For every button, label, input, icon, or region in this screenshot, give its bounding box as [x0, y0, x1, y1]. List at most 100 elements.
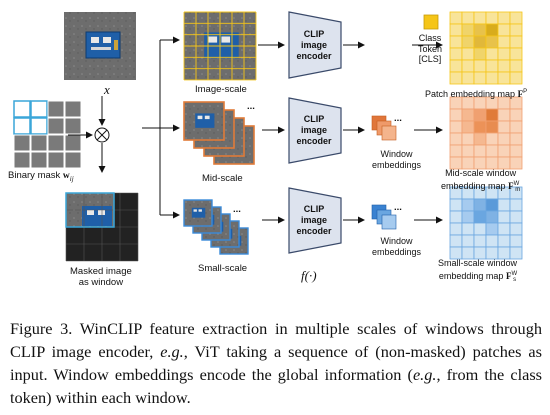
embedding-cell — [497, 120, 511, 134]
embedding-cell — [485, 120, 499, 134]
clip-encoders — [288, 11, 342, 254]
class-token-icon — [423, 14, 439, 30]
embedding-cell — [473, 144, 487, 158]
embedding-cell — [509, 246, 523, 260]
image-scale-patches — [183, 11, 257, 81]
embedding-cell — [509, 144, 523, 158]
embedding-cell — [449, 108, 463, 122]
mask-cell — [30, 134, 48, 152]
clip-encoder-trapezoid — [288, 97, 342, 164]
embedding-cell — [473, 108, 487, 122]
mid-window-embeddings-label: Window embeddings — [372, 149, 422, 170]
patch-embedding-map — [449, 11, 523, 85]
image-scale-label: Image-scale — [195, 84, 247, 95]
embedding-cell — [461, 23, 475, 37]
mid-map-label: Mid-scale window embedding map FWm — [441, 168, 521, 194]
mask-cell — [47, 117, 65, 135]
embedding-cell — [485, 35, 499, 49]
embedding-cell — [509, 59, 523, 73]
mid-scale-windows — [183, 101, 255, 165]
small-window-embeddings-icon — [371, 204, 397, 230]
embedding-cell — [449, 120, 463, 134]
embedding-cell — [461, 210, 475, 224]
embedding-cell — [461, 222, 475, 236]
embedding-cell — [497, 132, 511, 146]
embedding-cell — [461, 132, 475, 146]
embedding-cell — [509, 132, 523, 146]
embedding-cell — [473, 222, 487, 236]
mask-cell — [64, 134, 82, 152]
mask-cell — [64, 100, 82, 118]
embedding-cell — [461, 108, 475, 122]
mid-emb-ellipsis: ... — [394, 113, 402, 124]
embedding-cell — [497, 71, 511, 85]
embedding-cell — [509, 156, 523, 170]
mask-cell — [47, 100, 65, 118]
figure-number: Figure 3. — [10, 319, 73, 338]
embedding-cell — [497, 108, 511, 122]
mask-cell — [13, 134, 31, 152]
embedding-cell — [449, 59, 463, 73]
input-image — [64, 12, 136, 80]
mask-cell — [64, 117, 82, 135]
embedding-cell — [509, 11, 523, 25]
winclip-figure: x Binary mask wij Masked image as window… — [8, 11, 528, 288]
embedding-cell — [485, 108, 499, 122]
embedding-cell — [473, 71, 487, 85]
mid-scale-ellipsis: ... — [247, 101, 255, 112]
embedding-cell — [509, 222, 523, 236]
embedding-cell — [485, 144, 499, 158]
embedding-cell — [497, 11, 511, 25]
embedding-cell — [461, 11, 475, 25]
binary-mask-label: Binary mask wij — [8, 170, 74, 183]
embedding-cell — [461, 71, 475, 85]
embedding-cell — [449, 11, 463, 25]
embedding-cell — [497, 23, 511, 37]
embedding-cell — [497, 35, 511, 49]
mask-cell — [64, 151, 82, 169]
arrows-to-encoders — [258, 41, 285, 224]
mid-scale-embedding-map — [449, 96, 523, 170]
embedding-cell — [497, 47, 511, 61]
embedding-cell — [497, 222, 511, 236]
embedding-cell — [473, 11, 487, 25]
mid-scale-label: Mid-scale — [202, 173, 243, 184]
mid-window-embeddings-icon — [371, 115, 397, 141]
binary-mask-grid — [13, 100, 82, 169]
embedding-cell — [473, 132, 487, 146]
mask-cell — [47, 151, 65, 169]
embedding-cell — [509, 35, 523, 49]
embedding-cell — [509, 234, 523, 248]
embedding-cell — [497, 59, 511, 73]
mask-cell — [13, 100, 31, 118]
patch-map-label: Patch embedding map FP — [425, 89, 528, 99]
embedding-cell — [473, 120, 487, 134]
embedding-cell — [449, 132, 463, 146]
embedding-cell — [485, 234, 499, 248]
embedding-cell — [461, 35, 475, 49]
embedding-cell — [509, 120, 523, 134]
small-scale-label: Small-scale — [198, 263, 248, 274]
embedding-cell — [449, 210, 463, 224]
window-embedding-square — [381, 125, 397, 141]
embedding-cell — [485, 222, 499, 236]
embedding-cell — [449, 144, 463, 158]
embedding-cell — [449, 23, 463, 37]
embedding-cell — [485, 59, 499, 73]
clip-encoder-trapezoid — [288, 11, 342, 79]
embedding-cell — [485, 23, 499, 37]
embedding-cell — [485, 47, 499, 61]
embedding-cell — [473, 35, 487, 49]
embedding-cell — [461, 234, 475, 248]
input-image-symbol: x — [104, 82, 110, 97]
embedding-cell — [485, 210, 499, 224]
embedding-cell — [449, 222, 463, 236]
small-window-embeddings-label: Window embeddings — [372, 236, 422, 257]
masked-image-label: Masked image as window — [70, 266, 132, 288]
figure-caption: Figure 3. WinCLIP feature extraction in … — [10, 319, 542, 407]
embedding-cell — [497, 198, 511, 212]
embedding-cell — [449, 234, 463, 248]
embedding-cell — [473, 47, 487, 61]
embedding-cell — [485, 132, 499, 146]
